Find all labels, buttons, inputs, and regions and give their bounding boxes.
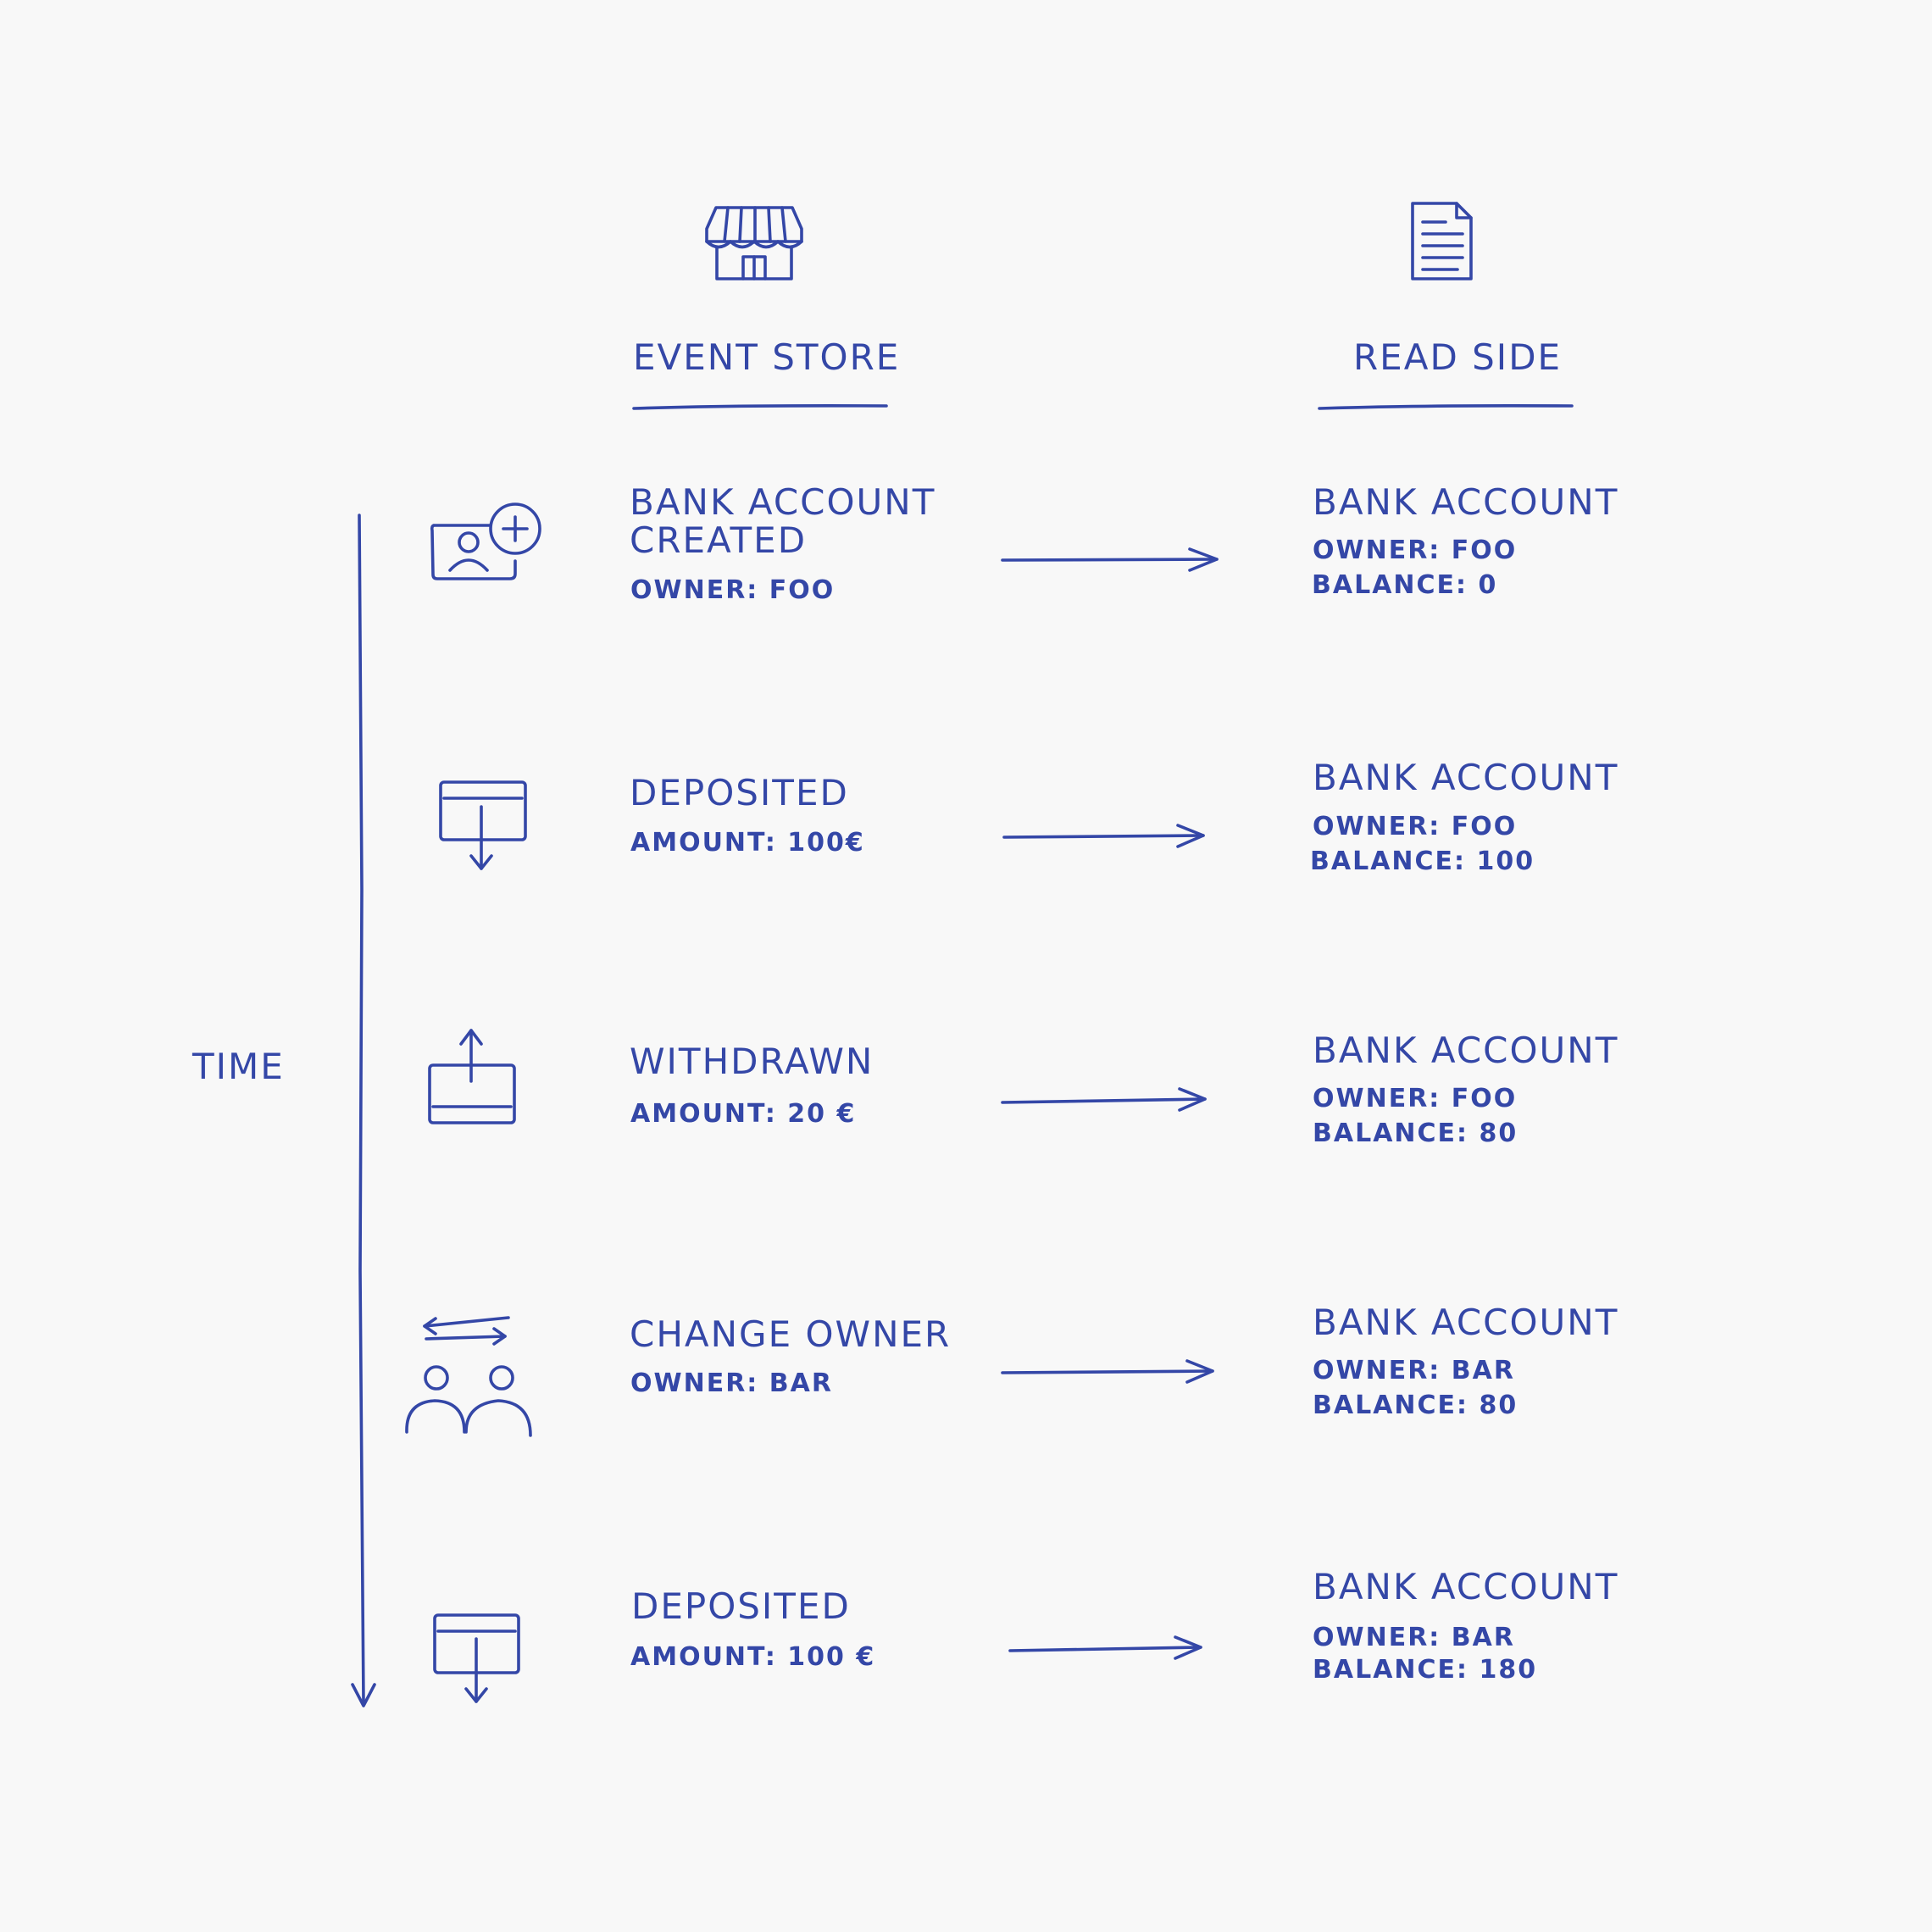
time-axis-arrow (351, 514, 376, 1707)
read-model-balance: BALANCE: 0 (1312, 570, 1498, 600)
read-model-balance: BALANCE: 80 (1313, 1391, 1518, 1420)
read-model-balance: BALANCE: 100 (1310, 847, 1535, 876)
event-detail: AMOUNT: 20 € (630, 1099, 857, 1129)
event-title: WITHDRAWN (630, 1041, 874, 1082)
transfer-owner-icon (405, 1316, 532, 1437)
time-axis-label: TIME (192, 1046, 285, 1087)
read-model-title: BANK ACCOUNT (1313, 757, 1619, 798)
read-model-balance: BALANCE: 80 (1313, 1119, 1518, 1148)
event-title: DEPOSITED (630, 772, 849, 813)
event-title: DEPOSITED (631, 1585, 851, 1627)
event-detail: OWNER: FOO (630, 575, 836, 605)
projection-arrow (1001, 1359, 1214, 1384)
event-store-underline (632, 404, 888, 410)
event-detail: OWNER: BAR (630, 1368, 833, 1398)
event-title: CREATED (630, 519, 808, 561)
projection-arrow (1008, 1635, 1202, 1660)
read-model-title: BANK ACCOUNT (1313, 1566, 1619, 1607)
read-model-owner: OWNER: BAR (1313, 1356, 1515, 1385)
event-title: BANK ACCOUNT (630, 481, 936, 523)
read-model-title: BANK ACCOUNT (1313, 481, 1619, 523)
read-model-owner: OWNER: BAR (1313, 1623, 1515, 1652)
document-icon (1411, 202, 1473, 280)
read-model-owner: OWNER: FOO (1313, 536, 1518, 565)
store-icon (705, 206, 803, 280)
account-add-icon (430, 502, 541, 580)
deposit-icon (439, 780, 527, 870)
projection-arrow (1002, 824, 1205, 848)
event-detail: AMOUNT: 100 € (630, 1642, 876, 1672)
read-side-title: READ SIDE (1353, 336, 1563, 378)
event-store-title: EVENT STORE (633, 336, 901, 378)
read-side-underline (1318, 404, 1574, 410)
read-model-title: BANK ACCOUNT (1313, 1302, 1619, 1343)
read-model-title: BANK ACCOUNT (1313, 1030, 1619, 1071)
event-title: CHANGE OWNER (630, 1313, 952, 1355)
read-model-owner: OWNER: FOO (1313, 1084, 1518, 1113)
withdraw-icon (428, 1029, 516, 1124)
read-model-balance: BALANCE: 180 (1313, 1655, 1538, 1685)
deposit-icon (433, 1613, 520, 1703)
projection-arrow (1001, 547, 1219, 572)
projection-arrow (1001, 1087, 1207, 1112)
read-model-owner: OWNER: FOO (1313, 812, 1518, 841)
event-detail: AMOUNT: 100€ (630, 828, 865, 858)
